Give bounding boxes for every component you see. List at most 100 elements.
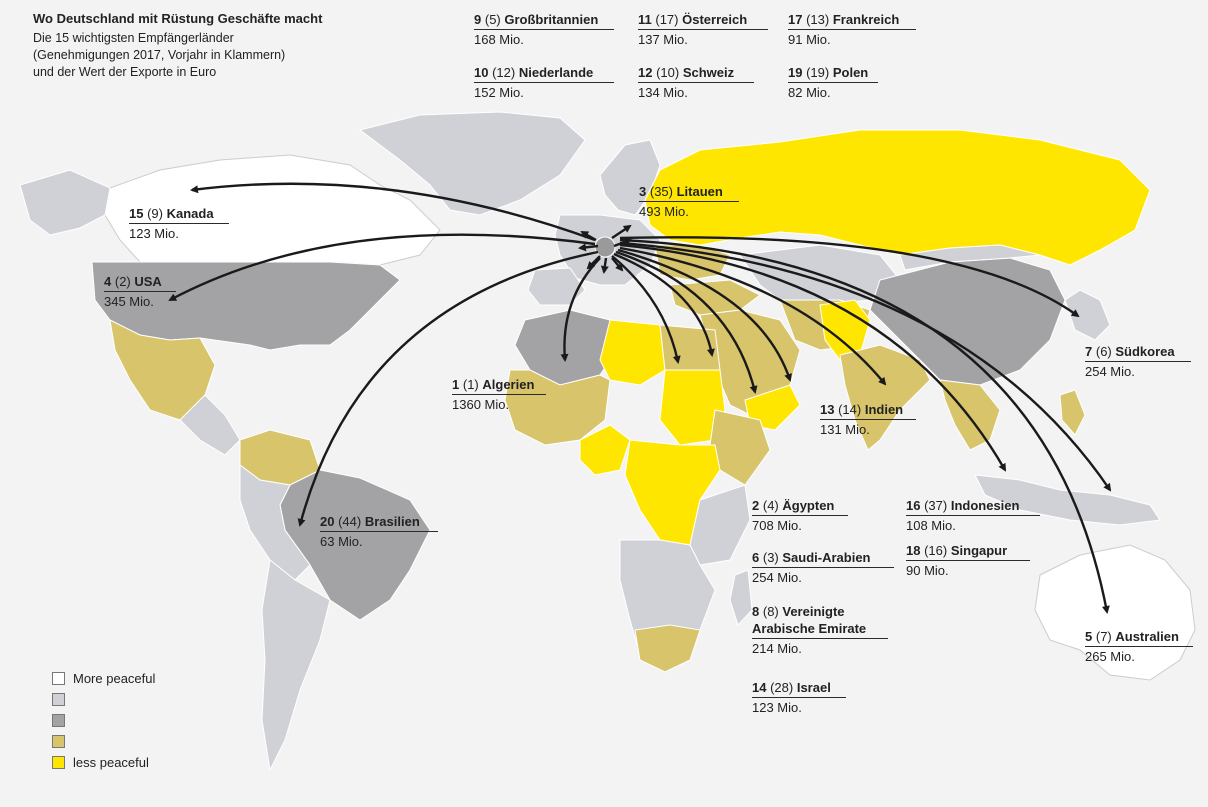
greenland (358, 111, 586, 216)
arrow-indonesien (619, 241, 1112, 492)
export-value: 90 Mio. (906, 563, 949, 578)
label-schweiz: 12 (10) Schweiz 134 Mio. (638, 64, 754, 101)
sahel-west (504, 369, 611, 446)
rank: 15 (129, 206, 144, 221)
export-value: 123 Mio. (129, 226, 179, 241)
arrow-indien (619, 246, 887, 386)
label-grossbritannien: 9 (5) Großbritannien 168 Mio. (474, 11, 614, 48)
peru-bolivia (239, 464, 311, 581)
indonesia (974, 474, 1161, 526)
legend-swatch (52, 735, 65, 748)
label-suedkorea: 7 (6) Südkorea 254 Mio. (1085, 343, 1191, 380)
prev-rank: (6) (1095, 344, 1112, 359)
country-name: Südkorea (1115, 344, 1175, 359)
rank: 4 (104, 274, 112, 289)
export-value: 131 Mio. (820, 422, 870, 437)
arrow-polen (613, 238, 632, 248)
country-name: Litauen (676, 184, 723, 199)
argentina-chile (261, 559, 331, 772)
label-indonesien: 16 (37) Indonesien 108 Mio. (906, 497, 1040, 534)
philippines (1059, 389, 1086, 436)
legend-item (52, 732, 155, 751)
legend-swatch (52, 693, 65, 706)
legend-label: More peaceful (73, 671, 156, 686)
prev-rank: (28) (770, 680, 794, 695)
export-value: 254 Mio. (752, 570, 802, 585)
label-polen: 19 (19) Polen 82 Mio. (788, 64, 878, 101)
country-name: Saudi-Arabien (782, 550, 871, 565)
country-name: Ägypten (782, 498, 835, 513)
country-name: USA (134, 274, 162, 289)
arrow-australien (619, 238, 1110, 614)
label-algerien: 1 (1) Algerien 1360 Mio. (452, 376, 546, 413)
rank: 10 (474, 65, 489, 80)
rank: 5 (1085, 629, 1093, 644)
export-value: 214 Mio. (752, 641, 802, 656)
arrow-litauen (611, 224, 632, 239)
rank: 2 (752, 498, 760, 513)
legend-swatch (52, 756, 65, 769)
country-name: Niederlande (518, 65, 594, 80)
prev-rank: (12) (492, 65, 516, 80)
export-value: 1360 Mio. (452, 397, 510, 412)
rank: 7 (1085, 344, 1093, 359)
prev-rank: (5) (484, 12, 501, 27)
korea-japan (1064, 289, 1111, 341)
export-value: 345 Mio. (104, 294, 154, 309)
arrow-niederlande (578, 243, 599, 252)
label-niederlande: 10 (12) Niederlande 152 Mio. (474, 64, 614, 101)
prev-rank: (10) (656, 65, 680, 80)
country-name: Singapur (950, 543, 1008, 558)
export-value: 82 Mio. (788, 85, 831, 100)
label-australien: 5 (7) Australien 265 Mio. (1085, 628, 1193, 665)
prev-rank: (13) (806, 12, 830, 27)
export-value: 108 Mio. (906, 518, 956, 533)
legend-item: More peaceful (52, 669, 155, 688)
country-name: Frankreich (832, 12, 900, 27)
arrow-grossbritannien (580, 230, 597, 242)
label-frankreich: 17 (13) Frankreich 91 Mio. (788, 11, 916, 48)
rank: 1 (452, 377, 460, 392)
label-israel: 14 (28) Israel 123 Mio. (752, 679, 846, 716)
export-arrows (168, 182, 1112, 614)
label-indien: 13 (14) Indien 131 Mio. (820, 401, 916, 438)
prev-rank: (2) (114, 274, 131, 289)
legend-item (52, 711, 155, 730)
map-title: Wo Deutschland mit Rüstung Geschäfte mac… (33, 11, 323, 26)
rank: 13 (820, 402, 835, 417)
rank: 11 (638, 12, 652, 27)
map-subtitle: Die 15 wichtigsten Empfängerländer (Gene… (33, 31, 286, 79)
legend-swatch (52, 672, 65, 685)
label-saudi-arabien: 6 (3) Saudi-Arabien 254 Mio. (752, 549, 894, 586)
country-name: Australien (1115, 629, 1179, 644)
arrow-suedkorea (619, 236, 1080, 318)
export-value: 123 Mio. (752, 700, 802, 715)
prev-rank: (37) (924, 498, 948, 513)
prev-rank: (7) (1095, 629, 1112, 644)
india (839, 344, 931, 451)
country-name: Vereinigte Arabische Emirate (752, 604, 867, 636)
rank: 8 (752, 604, 760, 619)
label-litauen: 3 (35) Litauen 493 Mio. (639, 183, 739, 220)
label-brasilien: 20 (44) Brasilien 63 Mio. (320, 513, 438, 550)
arrow-schweiz (600, 257, 609, 274)
label-usa: 4 (2) USA 345 Mio. (104, 273, 176, 310)
madagascar (729, 569, 753, 626)
country-name: Israel (796, 680, 831, 695)
prev-rank: (9) (147, 206, 163, 221)
country-name: Brasilien (364, 514, 420, 529)
label-singapur: 18 (16) Singapur 90 Mio. (906, 542, 1030, 579)
country-name: Polen (832, 65, 869, 80)
country-name: Indien (864, 402, 904, 417)
rank: 14 (752, 680, 767, 695)
legend: More peaceful less peaceful (52, 669, 155, 774)
label-oesterreich: 11 (17) Österreich 137 Mio. (638, 11, 768, 48)
legend-label: less peaceful (73, 755, 149, 770)
arrow-vae (617, 248, 792, 382)
export-value: 134 Mio. (638, 85, 688, 100)
legend-swatch (52, 714, 65, 727)
label-kanada: 15 (9) Kanada 123 Mio. (129, 205, 229, 242)
export-value: 152 Mio. (474, 85, 524, 100)
alaska (19, 169, 111, 236)
